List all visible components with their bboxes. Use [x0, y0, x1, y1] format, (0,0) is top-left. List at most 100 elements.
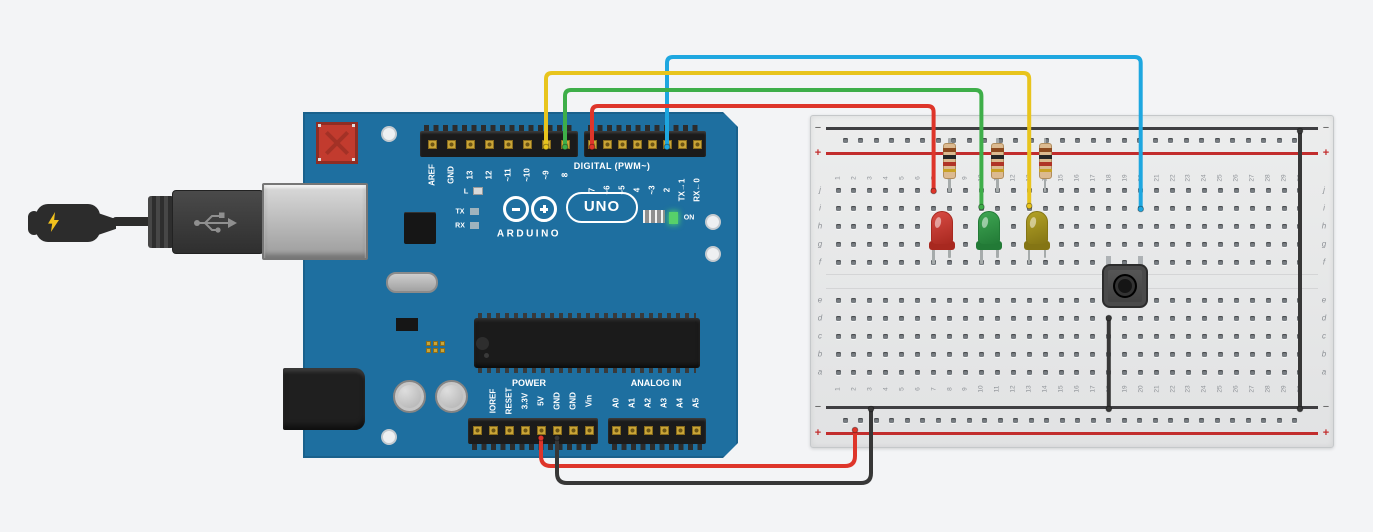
breadboard-hole[interactable] [978, 315, 984, 321]
breadboard-hole[interactable] [1185, 369, 1191, 375]
breadboard-hole[interactable] [1122, 315, 1128, 321]
breadboard-hole[interactable] [1249, 241, 1255, 247]
rail-hole[interactable] [997, 417, 1003, 423]
breadboard-hole[interactable] [835, 369, 841, 375]
rail-hole[interactable] [1121, 417, 1127, 423]
breadboard-hole[interactable] [1170, 315, 1176, 321]
breadboard-hole[interactable] [867, 333, 873, 339]
breadboard-hole[interactable] [883, 369, 889, 375]
breadboard-hole[interactable] [1217, 205, 1223, 211]
rail-hole[interactable] [842, 137, 848, 143]
breadboard-hole[interactable] [1042, 351, 1048, 357]
breadboard-hole[interactable] [1297, 223, 1303, 229]
breadboard-hole[interactable] [1090, 241, 1096, 247]
breadboard-hole[interactable] [1281, 205, 1287, 211]
breadboard-hole[interactable] [883, 187, 889, 193]
breadboard-hole[interactable] [1154, 297, 1160, 303]
breadboard-hole[interactable] [1122, 369, 1128, 375]
power-pin[interactable] [584, 425, 594, 435]
breadboard-hole[interactable] [1058, 297, 1064, 303]
breadboard-hole[interactable] [867, 223, 873, 229]
rail-hole[interactable] [1245, 137, 1251, 143]
breadboard-hole[interactable] [915, 241, 921, 247]
reset-button[interactable] [316, 122, 358, 164]
breadboard-hole[interactable] [1249, 223, 1255, 229]
breadboard-hole[interactable] [978, 297, 984, 303]
led-green[interactable] [978, 211, 1001, 245]
breadboard-hole[interactable] [835, 259, 841, 265]
breadboard-hole[interactable] [1090, 333, 1096, 339]
breadboard-hole[interactable] [1217, 333, 1223, 339]
breadboard-hole[interactable] [1058, 333, 1064, 339]
breadboard-hole[interactable] [835, 351, 841, 357]
breadboard-hole[interactable] [978, 351, 984, 357]
breadboard-hole[interactable] [1297, 205, 1303, 211]
breadboard-hole[interactable] [867, 259, 873, 265]
breadboard-hole[interactable] [1185, 351, 1191, 357]
rail-hole[interactable] [1230, 137, 1235, 143]
rail-hole[interactable] [1152, 137, 1158, 143]
capacitor[interactable] [393, 380, 426, 413]
breadboard-hole[interactable] [899, 187, 905, 193]
breadboard-hole[interactable] [1042, 259, 1048, 265]
breadboard-hole[interactable] [931, 351, 937, 357]
breadboard-hole[interactable] [1297, 241, 1303, 247]
analog-pin-A0[interactable] [611, 425, 621, 435]
breadboard-hole[interactable] [1154, 351, 1160, 357]
breadboard-hole[interactable] [1170, 259, 1176, 265]
breadboard-hole[interactable] [1233, 333, 1239, 339]
rail-hole[interactable] [1137, 137, 1142, 143]
breadboard-hole[interactable] [835, 187, 841, 193]
digital-pin-8[interactable] [560, 139, 570, 149]
breadboard-hole[interactable] [1026, 333, 1032, 339]
breadboard-hole[interactable] [883, 333, 889, 339]
breadboard-hole[interactable] [1217, 351, 1223, 357]
breadboard-hole[interactable] [899, 241, 905, 247]
breadboard-hole[interactable] [1217, 223, 1223, 229]
rail-hole[interactable] [1044, 417, 1049, 423]
breadboard-hole[interactable] [1170, 223, 1176, 229]
rail-hole[interactable] [858, 417, 863, 423]
breadboard-hole[interactable] [867, 297, 873, 303]
breadboard-hole[interactable] [851, 369, 857, 375]
rail-hole[interactable] [1137, 417, 1142, 423]
breadboard-hole[interactable] [1026, 315, 1032, 321]
breadboard-hole[interactable] [931, 369, 937, 375]
breadboard-hole[interactable] [947, 351, 952, 357]
digital-pin-12[interactable] [484, 139, 494, 149]
breadboard-hole[interactable] [931, 315, 937, 321]
rail-hole[interactable] [1152, 417, 1158, 423]
rail-hole[interactable] [889, 137, 894, 143]
rail-hole[interactable] [1090, 417, 1096, 423]
usb-cable-connector[interactable] [36, 204, 100, 242]
rail-hole[interactable] [1075, 137, 1080, 143]
rail-hole[interactable] [1276, 417, 1282, 423]
breadboard-hole[interactable] [1106, 315, 1112, 321]
rail-hole[interactable] [935, 137, 941, 143]
breadboard-hole[interactable] [1233, 369, 1239, 375]
breadboard-hole[interactable] [1154, 259, 1160, 265]
breadboard-hole[interactable] [1233, 187, 1239, 193]
breadboard-hole[interactable] [1106, 333, 1112, 339]
breadboard-hole[interactable] [962, 333, 968, 339]
rail-hole[interactable] [966, 137, 972, 143]
breadboard-hole[interactable] [1217, 297, 1223, 303]
breadboard-hole[interactable] [1281, 369, 1287, 375]
breadboard-hole[interactable] [1249, 351, 1255, 357]
digital-pin-7[interactable] [587, 139, 597, 149]
breadboard-hole[interactable] [1106, 205, 1112, 211]
breadboard-hole[interactable] [867, 241, 873, 247]
breadboard-hole[interactable] [1058, 369, 1064, 375]
breadboard-hole[interactable] [915, 223, 921, 229]
breadboard-hole[interactable] [962, 241, 968, 247]
breadboard-hole[interactable] [1249, 333, 1255, 339]
breadboard-hole[interactable] [1265, 333, 1271, 339]
breadboard-hole[interactable] [947, 259, 952, 265]
breadboard-hole[interactable] [1170, 205, 1176, 211]
rail-hole[interactable] [1276, 137, 1282, 143]
power-pin[interactable] [488, 425, 498, 435]
icsp-pin[interactable] [440, 348, 445, 353]
breadboard-hole[interactable] [867, 315, 873, 321]
breadboard-hole[interactable] [1058, 315, 1064, 321]
breadboard-hole[interactable] [1185, 205, 1191, 211]
